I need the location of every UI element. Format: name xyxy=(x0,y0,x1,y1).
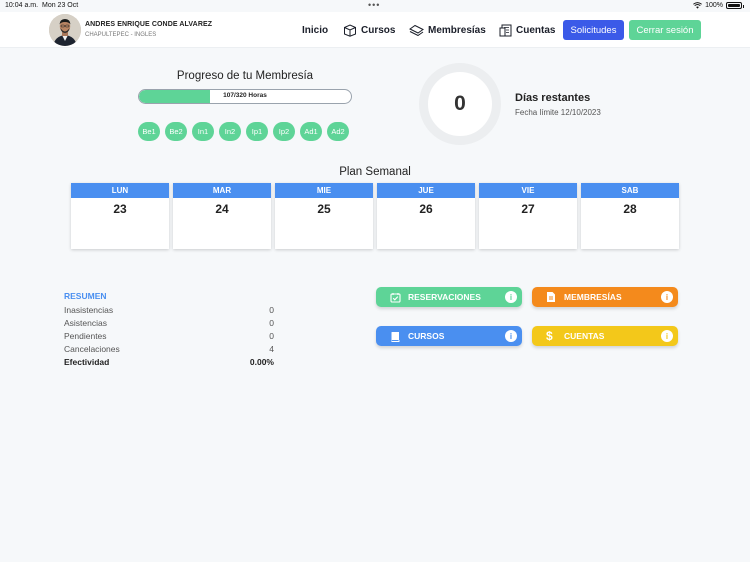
summary-row-label: Inasistencias xyxy=(64,305,114,315)
dollar-icon: $ xyxy=(546,329,553,343)
summary-row-value: 0 xyxy=(269,331,274,341)
solicitudes-button[interactable]: Solicitudes xyxy=(563,20,624,40)
status-date: Mon 23 Oct xyxy=(42,2,79,9)
day-number: 27 xyxy=(521,202,535,216)
summary-row-value: 0 xyxy=(269,305,274,315)
day-number: 28 xyxy=(623,202,637,216)
level-badge[interactable]: Be1 xyxy=(138,122,160,141)
battery-icon xyxy=(726,2,744,9)
cursos-label: CURSOS xyxy=(408,331,445,341)
day-number: 26 xyxy=(419,202,433,216)
user-campus-course: CHAPULTEPEC - INGLES xyxy=(85,32,157,38)
day-card[interactable]: JUE 26 xyxy=(377,183,475,249)
day-card[interactable]: LUN 23 xyxy=(71,183,169,249)
status-right: 100% xyxy=(693,2,744,9)
day-name: SAB xyxy=(581,183,679,198)
day-card[interactable]: MAR 24 xyxy=(173,183,271,249)
level-badge[interactable]: Be2 xyxy=(165,122,187,141)
nav-membresias[interactable]: Membresías xyxy=(409,20,486,40)
info-icon[interactable]: i xyxy=(661,330,673,342)
summary-row: Pendientes 0 xyxy=(64,330,274,343)
summary-title: RESUMEN xyxy=(64,291,107,301)
logout-button[interactable]: Cerrar sesión xyxy=(629,20,701,40)
deadline-date: Fecha límite 12/10/2023 xyxy=(515,108,601,117)
summary-row-value: 0 xyxy=(269,318,274,328)
day-card[interactable]: MIE 25 xyxy=(275,183,373,249)
day-name: LUN xyxy=(71,183,169,198)
weekly-plan-title: Plan Semanal xyxy=(339,166,411,178)
summary-row-label: Cancelaciones xyxy=(64,344,120,354)
summary-row-label: Asistencias xyxy=(64,318,107,328)
level-badge[interactable]: In1 xyxy=(192,122,214,141)
days-remaining-counter: 0 xyxy=(419,63,501,145)
box-icon xyxy=(344,23,356,37)
day-name: VIE xyxy=(479,183,577,198)
summary-row-label: Pendientes xyxy=(64,331,107,341)
multitasking-dots-icon[interactable]: ••• xyxy=(368,0,381,10)
level-badge[interactable]: Ip2 xyxy=(273,122,295,141)
cuentas-label: CUENTAS xyxy=(564,331,605,341)
wifi-icon xyxy=(693,2,703,9)
nav-cursos-label: Cursos xyxy=(361,24,396,36)
membership-progress-bar: 107/320 Horas xyxy=(138,89,352,104)
day-name: MAR xyxy=(173,183,271,198)
membership-progress-text: 107/320 Horas xyxy=(223,92,267,99)
app-header: ANDRES ENRIQUE CONDE ALVAREZ CHAPULTEPEC… xyxy=(0,12,750,48)
membership-progress-fill xyxy=(139,90,210,103)
avatar[interactable] xyxy=(49,14,81,46)
day-card[interactable]: VIE 27 xyxy=(479,183,577,249)
summary-row: Asistencias 0 xyxy=(64,317,274,330)
summary-row-label: Efectividad xyxy=(64,357,110,367)
weekly-plan: LUN 23 MAR 24 MIE 25 JUE 26 VIE 27 SAB 28 xyxy=(71,183,679,249)
battery-percent: 100% xyxy=(705,2,723,9)
cursos-button[interactable]: CURSOS i xyxy=(376,326,522,346)
nav-cursos[interactable]: Cursos xyxy=(343,20,395,40)
level-badge[interactable]: Ad1 xyxy=(300,122,322,141)
cuentas-button[interactable]: $ CUENTAS i xyxy=(532,326,678,346)
document-icon xyxy=(547,292,555,302)
status-time: 10:04 a.m. xyxy=(5,2,39,9)
nav-membresias-label: Membresías xyxy=(428,24,486,36)
membership-progress-title: Progreso de tu Membresía xyxy=(176,70,314,82)
summary-row-value: 0.00% xyxy=(249,357,274,367)
nav-cuentas[interactable]: Cuentas xyxy=(499,20,555,40)
ledger-icon xyxy=(499,24,512,36)
level-badges: Be1 Be2 In1 In2 Ip1 Ip2 Ad1 Ad2 xyxy=(138,122,349,141)
day-number: 24 xyxy=(215,202,229,216)
info-icon[interactable]: i xyxy=(505,291,517,303)
day-number: 23 xyxy=(113,202,127,216)
info-icon[interactable]: i xyxy=(505,330,517,342)
reservaciones-label: RESERVACIONES xyxy=(408,292,481,302)
card-stack-icon xyxy=(409,24,424,36)
user-name: ANDRES ENRIQUE CONDE ALVAREZ xyxy=(85,21,213,28)
summary-row-value: 4 xyxy=(269,344,274,354)
summary-row: Inasistencias 0 xyxy=(64,304,274,317)
reservaciones-button[interactable]: RESERVACIONES i xyxy=(376,287,522,307)
summary-row: Cancelaciones 4 xyxy=(64,343,274,356)
membresias-button[interactable]: MEMBRESÍAS i xyxy=(532,287,678,307)
info-icon[interactable]: i xyxy=(661,291,673,303)
book-icon xyxy=(391,331,400,342)
level-badge[interactable]: Ip1 xyxy=(246,122,268,141)
membresias-label: MEMBRESÍAS xyxy=(564,292,622,302)
day-name: MIE xyxy=(275,183,373,198)
nav-cuentas-label: Cuentas xyxy=(516,24,556,36)
days-remaining-label: Días restantes xyxy=(515,92,591,104)
day-number: 25 xyxy=(317,202,331,216)
day-card[interactable]: SAB 28 xyxy=(581,183,679,249)
summary-row: Efectividad 0.00% xyxy=(64,356,274,369)
level-badge[interactable]: In2 xyxy=(219,122,241,141)
nav-inicio-label: Inicio xyxy=(302,24,329,36)
level-badge[interactable]: Ad2 xyxy=(327,122,349,141)
day-name: JUE xyxy=(377,183,475,198)
nav-inicio[interactable]: Inicio xyxy=(302,20,328,40)
calendar-check-icon xyxy=(390,292,401,303)
status-bar: 10:04 a.m. Mon 23 Oct ••• 100% xyxy=(0,0,750,12)
